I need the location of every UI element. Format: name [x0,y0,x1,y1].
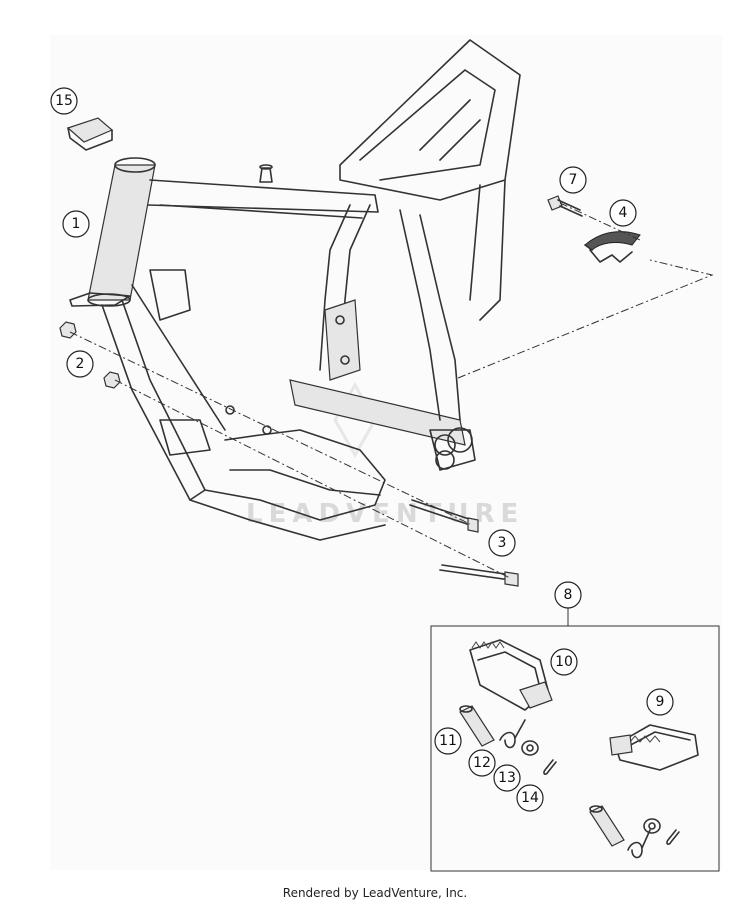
svg-text:9: 9 [656,694,665,710]
footpeg-kit-box [430,625,720,872]
pin-drawing [459,705,625,847]
callout-4[interactable]: 4 [609,199,637,227]
callout-7[interactable]: 7 [559,166,587,194]
svg-text:11: 11 [439,733,457,749]
callout-9[interactable]: 9 [646,688,674,716]
svg-text:3: 3 [498,535,507,551]
nut-drawing [59,321,121,389]
callout-11[interactable]: 11 [434,727,462,755]
svg-text:14: 14 [521,790,539,806]
svg-text:10: 10 [555,654,573,670]
callout-3[interactable]: 3 [488,529,516,557]
footpeg-left-drawing [469,639,553,711]
frame-protector-cap-drawing [66,117,114,151]
callout-10[interactable]: 10 [550,648,578,676]
footpeg-right-drawing [609,724,699,771]
callout-14[interactable]: 14 [516,784,544,812]
svg-text:15: 15 [55,93,73,109]
callout-13[interactable]: 13 [493,764,521,792]
diagram-background [50,35,722,870]
footer-credit: Rendered by LeadVenture, Inc. [282,886,468,900]
svg-text:1: 1 [72,216,81,232]
svg-text:12: 12 [473,755,491,771]
callout-8[interactable]: 8 [554,581,582,609]
svg-text:7: 7 [569,172,578,188]
svg-text:2: 2 [76,356,85,372]
chain-guide-drawing [584,231,641,263]
screw-drawing [409,499,519,587]
washer-drawing [521,740,661,834]
svg-text:13: 13 [498,770,516,786]
svg-text:8: 8 [564,587,573,603]
callout-1[interactable]: 1 [62,210,90,238]
callout-15[interactable]: 15 [50,87,78,115]
frame-drawing [69,39,521,541]
svg-text:4: 4 [619,205,628,221]
callout-2[interactable]: 2 [66,350,94,378]
cotter-pin-drawing [543,759,680,845]
callout-12[interactable]: 12 [468,749,496,777]
screw-small-drawing [547,195,583,217]
